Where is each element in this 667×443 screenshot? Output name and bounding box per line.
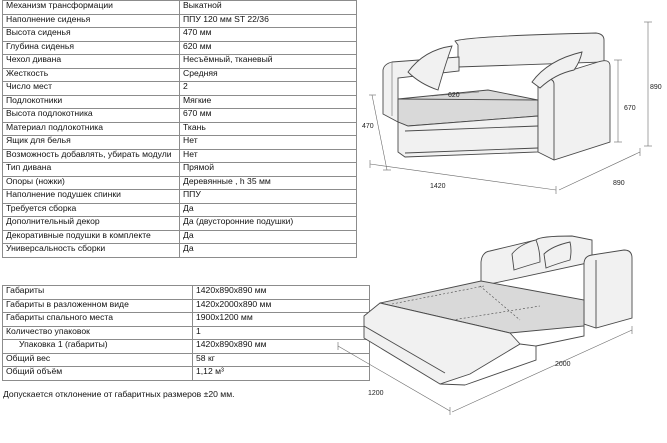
seat-height-label: 470 xyxy=(362,123,374,130)
row-value: 620 мм xyxy=(179,40,357,55)
tolerance-note: Допускается отклонение от габаритных раз… xyxy=(3,389,235,399)
row-label: Глубина сиденья xyxy=(2,40,180,55)
row-value: 1420х890х890 мм xyxy=(192,339,370,354)
arm-height-label: 670 xyxy=(624,105,636,112)
seat-depth-label: 620 xyxy=(448,92,460,99)
row-value: 58 кг xyxy=(192,352,370,367)
row-label: Габариты xyxy=(2,285,193,300)
unfolded-right-arm xyxy=(583,249,633,329)
row-value: 1,12 м³ xyxy=(192,366,370,381)
height-label: 890 xyxy=(650,84,662,91)
unfolded-pillow-2 xyxy=(543,241,572,269)
row-value: 1420х890х890 мм xyxy=(192,285,370,300)
unfolded-pillow-1 xyxy=(511,239,541,271)
unfolded-length-label: 2000 xyxy=(555,361,571,368)
unfolded-width-label: 1200 xyxy=(368,390,384,397)
depth-label: 890 xyxy=(613,180,625,187)
rolled-out-frame xyxy=(363,302,521,385)
left-arm xyxy=(382,56,460,123)
row-label: Упаковка 1 (габариты) xyxy=(2,339,193,354)
row-value: 470 мм xyxy=(179,27,357,42)
row-label: Универсальность сборки xyxy=(2,243,180,258)
right-pillow xyxy=(531,51,583,89)
table-row: Упаковка 1 (габариты)1420х890х890 мм xyxy=(2,339,370,354)
row-label: Общий объём xyxy=(2,366,193,381)
row-value: Да xyxy=(179,243,357,258)
row-value: 1420х2000х890 мм xyxy=(192,298,370,313)
width-label: 1420 xyxy=(430,183,446,190)
left-pillow xyxy=(407,45,453,91)
